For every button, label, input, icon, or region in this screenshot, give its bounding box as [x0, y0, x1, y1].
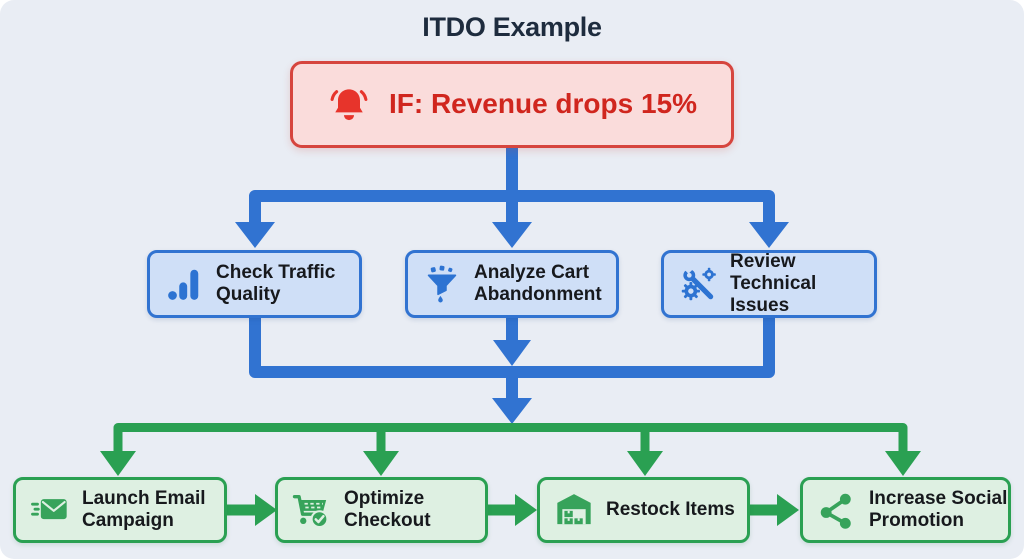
analytics-bars-icon — [165, 265, 203, 303]
cart-check-icon — [292, 490, 332, 530]
diagnostic-label: Review Technical Issues — [730, 250, 817, 317]
wrench-gear-icon — [679, 265, 717, 303]
diagram-title: ITDO Example — [422, 12, 602, 42]
diagnostic-label: Analyze Cart Abandonment — [474, 261, 602, 305]
action-node-optimize-checkout: Optimize Checkout — [275, 477, 488, 543]
action-node-launch-email-campaign: Launch Email Campaign — [13, 477, 227, 543]
diagnostics-converge-arrows — [249, 318, 775, 424]
warehouse-icon — [554, 490, 594, 530]
trigger-node: IF: Revenue drops 15% — [290, 61, 734, 148]
action-label: Restock Items — [606, 498, 735, 520]
diagnostic-node-review-technical-issues: Review Technical Issues — [661, 250, 877, 318]
diagnostic-node-analyze-cart-abandonment: Analyze Cart Abandonment — [405, 250, 619, 318]
action-node-increase-social-promotion: Increase Social Promotion — [800, 477, 1011, 543]
action-label: Optimize Checkout — [344, 487, 431, 531]
trigger-label: IF: Revenue drops 15% — [388, 88, 698, 120]
share-nodes-icon — [817, 490, 857, 530]
action-label: Launch Email Campaign — [82, 487, 206, 531]
action-label: Increase Social Promotion — [869, 487, 1008, 531]
action-node-restock-items: Restock Items — [537, 477, 750, 543]
bell-alert-icon — [327, 83, 371, 127]
trigger-to-diagnostics-arrows — [235, 148, 789, 248]
funnel-icon — [423, 265, 461, 303]
email-send-icon — [30, 490, 70, 530]
diagnostic-label: Check Traffic Quality — [216, 261, 336, 305]
actions-fanout-arrows — [100, 423, 921, 476]
diagnostic-node-check-traffic-quality: Check Traffic Quality — [147, 250, 362, 318]
